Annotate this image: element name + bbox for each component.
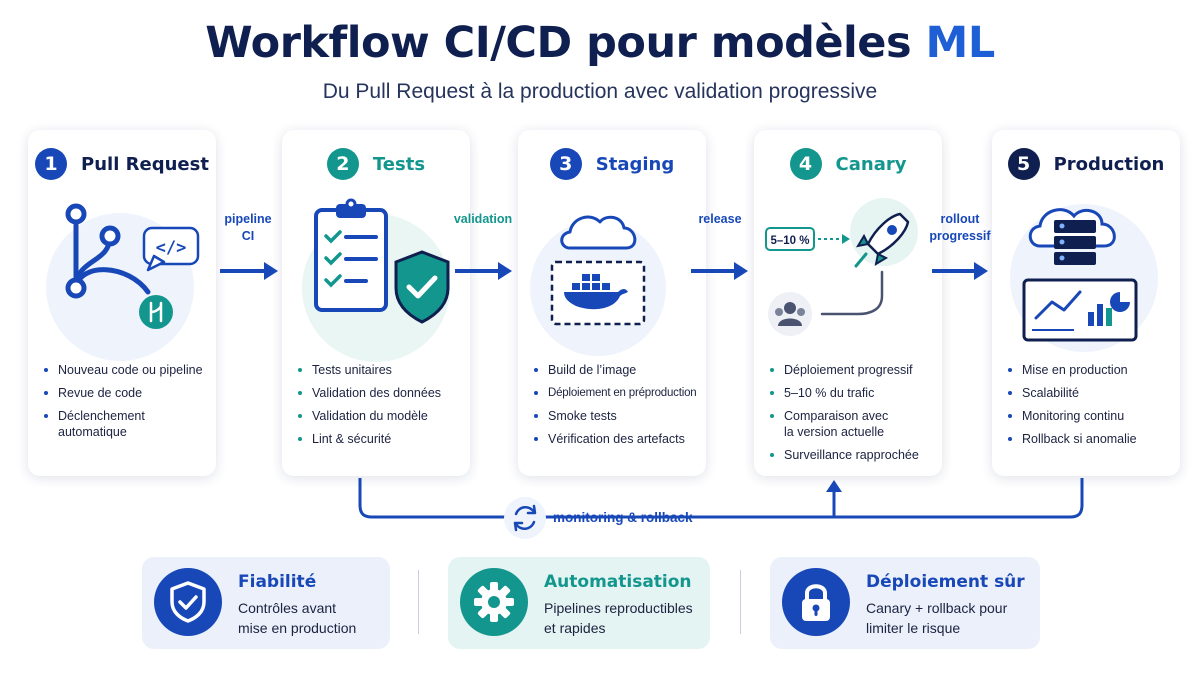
stage-bullets: Tests unitaires Validation des données V…	[298, 362, 468, 454]
bullet-item: Surveillance rapprochée	[770, 447, 940, 463]
flow-label-validation: validation	[453, 212, 513, 226]
bullet-item: Smoke tests	[534, 408, 704, 424]
stage-card-pull-request: 1 Pull Request </> Nouveau code ou pipel…	[28, 130, 216, 476]
feature-automatisation: Automatisation Pipelines reproductibles …	[448, 557, 710, 649]
refresh-icon	[504, 497, 546, 539]
bullet-item: Lint & sécurité	[298, 431, 468, 447]
bullet-item: Déploiement progressif	[770, 362, 940, 378]
feature-text: Contrôles avant mise en production	[238, 600, 357, 636]
bullet-item: Mise en production	[1008, 362, 1178, 378]
arrow-staging-to-canary	[691, 262, 748, 280]
title-main: Workflow CI/CD pour modèles	[205, 18, 912, 68]
bullet-item: Rollback si anomalie	[1008, 431, 1178, 447]
feature-title: Déploiement sûr	[866, 572, 1025, 592]
gear-icon	[460, 568, 528, 636]
title-accent: ML	[925, 18, 996, 68]
feature-title: Fiabilité	[238, 572, 317, 592]
bullet-item: Déploiement en préproduction	[534, 385, 704, 401]
feedback-label: monitoring & rollback	[553, 510, 693, 525]
bullet-continuation: la version actuelle	[784, 425, 885, 439]
bullet-item: 5–10 % du trafic	[770, 385, 940, 401]
bullet-item: Déclenchement automatique	[44, 408, 214, 440]
feature-title: Automatisation	[544, 572, 692, 592]
stage-number: 4	[789, 148, 822, 180]
shield-check-icon	[154, 568, 222, 636]
page-subtitle: Du Pull Request à la production avec val…	[322, 80, 878, 103]
bullet-item: Tests unitaires	[298, 362, 468, 378]
stage-bullets: Build de l’image Déploiement en préprodu…	[534, 362, 704, 454]
bullet-item: Validation des données	[298, 385, 468, 401]
stage-title: Pull Request	[81, 153, 209, 175]
feedback-loop-line	[358, 478, 1084, 519]
checklist-shield-icon	[302, 198, 450, 362]
feature-text: Pipelines reproductibles et rapides	[544, 600, 693, 636]
stage-title: Canary	[835, 153, 907, 175]
bullet-item: Revue de code	[44, 385, 214, 401]
stage-card-production: 5 Production Mise en production Scalabil…	[992, 130, 1180, 476]
lock-icon	[782, 568, 850, 636]
feature-text: Canary + rollback pour limiter le risque	[866, 600, 1008, 636]
server-dashboard-icon	[1010, 204, 1158, 352]
feature-deploiement-sur: Déploiement sûr Canary + rollback pour l…	[770, 557, 1040, 649]
stage-bullets: Déploiement progressif 5–10 % du trafic …	[770, 362, 940, 470]
stage-number: 3	[549, 148, 582, 180]
stage-bullets: Nouveau code ou pipeline Revue de code D…	[44, 362, 214, 447]
feature-divider	[740, 570, 741, 634]
svg-text:</>: </>	[156, 238, 187, 258]
feature-divider	[418, 570, 419, 634]
flow-label-rollout-progressif: rollout progressif	[929, 212, 991, 243]
stage-number: 2	[326, 148, 359, 180]
stage-title: Tests	[372, 153, 426, 175]
flow-label-release: release	[698, 212, 742, 226]
bullet-item: Validation du modèle	[298, 408, 468, 424]
bullet-item: Comparaison avec	[770, 408, 940, 424]
stage-card-canary: 4 Canary 5–10 % Déploiement progressif 5…	[754, 130, 942, 476]
bullet-item: Vérification des artefacts	[534, 431, 704, 447]
canary-percentage-badge: 5–10 %	[770, 235, 809, 247]
cloud-container-icon	[530, 215, 666, 356]
stage-title: Staging	[595, 153, 675, 175]
arrow-tests-to-staging	[455, 262, 512, 280]
arrow-pull-request-to-tests	[220, 262, 278, 280]
bullet-item: Scalabilité	[1008, 385, 1178, 401]
feature-fiabilite: Fiabilité Contrôles avant mise en produc…	[142, 557, 390, 649]
stage-number: 5	[1007, 148, 1040, 180]
page-title: Workflow CI/CD pour modèles ML	[0, 18, 1200, 68]
bullet-item: Nouveau code ou pipeline	[44, 362, 214, 378]
arrow-canary-to-production	[932, 262, 988, 280]
stage-bullets: Mise en production Scalabilité Monitorin…	[1008, 362, 1178, 454]
git-branch-icon: </>	[46, 203, 200, 361]
bullet-item: Monitoring continu	[1008, 408, 1178, 424]
stage-number: 1	[35, 148, 68, 180]
bullet-item: Build de l’image	[534, 362, 704, 378]
canary-rocket-icon: 5–10 %	[765, 198, 918, 336]
stage-title: Production	[1053, 153, 1165, 175]
flow-label-pipeline-ci: pipeline CI	[224, 212, 272, 243]
stage-card-staging: 3 Staging Build de l’image Déploiement e…	[518, 130, 706, 476]
stage-card-tests: 2 Tests Tests unitaires Validation des d…	[282, 130, 470, 476]
